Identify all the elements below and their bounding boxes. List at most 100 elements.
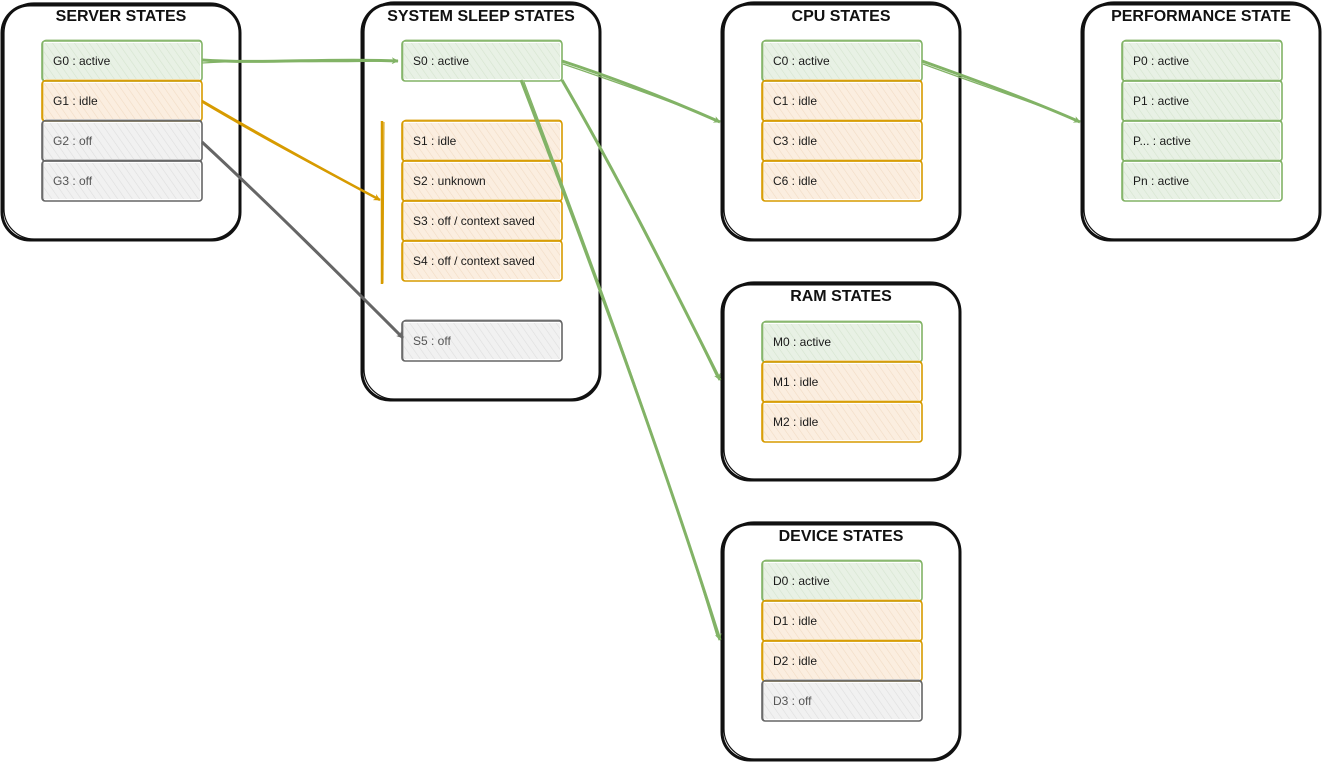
state-label-s2: S2 : unknown bbox=[413, 174, 486, 188]
state-box-s4: S4 : off / context saved bbox=[401, 239, 563, 282]
state-box-fill bbox=[1124, 83, 1280, 119]
state-label-c1: C1 : idle bbox=[773, 94, 817, 108]
state-box-fill bbox=[1124, 163, 1280, 199]
state-box-c3: C3 : idle bbox=[761, 119, 923, 162]
state-label-g0: G0 : active bbox=[53, 54, 111, 68]
state-box-fill bbox=[1124, 43, 1280, 79]
group-title-server: SERVER STATES bbox=[56, 8, 187, 25]
state-box-fill bbox=[764, 643, 920, 679]
sleep-bracket bbox=[380, 121, 385, 284]
connector-g1-s1s4 bbox=[201, 99, 381, 202]
state-label-s5: S5 : off bbox=[413, 334, 451, 348]
state-label-d3: D3 : off bbox=[773, 694, 812, 708]
group-title-ram: RAM STATES bbox=[790, 288, 892, 305]
state-label-s1: S1 : idle bbox=[413, 134, 457, 148]
state-box-fill bbox=[764, 324, 920, 360]
group-cpu: CPU STATES bbox=[720, 1, 962, 242]
state-label-d1: D1 : idle bbox=[773, 614, 817, 628]
state-box-d2: D2 : idle bbox=[761, 639, 923, 682]
state-box-sketch-line bbox=[762, 400, 923, 443]
state-box-m0: M0 : active bbox=[761, 320, 923, 363]
state-box-g2: G2 : off bbox=[41, 119, 203, 162]
group-ram: RAM STATES bbox=[720, 281, 962, 482]
state-box-c1: C1 : idle bbox=[761, 79, 923, 122]
state-label-m0: M0 : active bbox=[773, 335, 831, 349]
state-box-g0: G0 : active bbox=[41, 39, 203, 82]
state-label-g2: G2 : off bbox=[53, 134, 93, 148]
state-label-c3: C3 : idle bbox=[773, 134, 817, 148]
state-box-sketch-line bbox=[762, 159, 923, 202]
state-box-fill bbox=[404, 323, 560, 359]
group-device: DEVICE STATES bbox=[720, 521, 962, 762]
state-box-fill bbox=[764, 43, 920, 79]
state-box-fill bbox=[44, 163, 200, 199]
state-box-s3: S3 : off / context saved bbox=[401, 199, 563, 242]
state-box-p1: P1 : active bbox=[1121, 79, 1283, 122]
state-box-s5: S5 : off bbox=[401, 319, 563, 362]
state-box-fill bbox=[1124, 123, 1280, 159]
state-box-sketch-line bbox=[1122, 159, 1283, 202]
state-label-g3: G3 : off bbox=[53, 174, 93, 188]
state-box-m1: M1 : idle bbox=[761, 360, 923, 403]
state-label-g1: G1 : idle bbox=[53, 94, 98, 108]
connector-s0-cpu bbox=[561, 59, 721, 124]
state-box-sketch-line bbox=[402, 319, 563, 362]
group-title-perf: PERFORMANCE STATE bbox=[1111, 8, 1291, 25]
connector-s0-ram bbox=[560, 79, 722, 381]
state-label-p1: P1 : active bbox=[1133, 94, 1189, 108]
state-box-fill bbox=[44, 43, 200, 79]
connectors bbox=[200, 57, 1081, 641]
connector-s0-device bbox=[519, 79, 722, 641]
state-box-fill bbox=[764, 683, 920, 719]
state-box-fill bbox=[44, 83, 200, 119]
state-box-c0: C0 : active bbox=[761, 39, 923, 82]
group-sleep: SYSTEM SLEEP STATES bbox=[360, 1, 602, 402]
state-box-s0: S0 : active bbox=[401, 39, 563, 82]
state-label-pdots: P... : active bbox=[1133, 134, 1191, 148]
state-box-sketch-line bbox=[42, 159, 203, 202]
state-box-pn: Pn : active bbox=[1121, 159, 1283, 202]
state-box-sketch-line bbox=[762, 679, 923, 722]
connector-g0-s0 bbox=[201, 57, 399, 65]
state-box-sketch-line bbox=[402, 39, 563, 82]
state-box-fill bbox=[404, 203, 560, 239]
state-box-s2: S2 : unknown bbox=[401, 159, 563, 202]
state-label-pn: Pn : active bbox=[1133, 174, 1189, 188]
state-box-p0: P0 : active bbox=[1121, 39, 1283, 82]
state-label-s4: S4 : off / context saved bbox=[413, 254, 535, 268]
state-label-m2: M2 : idle bbox=[773, 415, 819, 429]
state-box-d3: D3 : off bbox=[761, 679, 923, 722]
state-box-c6: C6 : idle bbox=[761, 159, 923, 202]
group-perf: PERFORMANCE STATE bbox=[1080, 1, 1322, 242]
state-box-d1: D1 : idle bbox=[761, 599, 923, 642]
state-box-m2: M2 : idle bbox=[761, 400, 923, 443]
state-box-pdots: P... : active bbox=[1121, 119, 1283, 162]
state-box-fill bbox=[764, 563, 920, 599]
state-boxes: G0 : active G1 : idle G2 : off G3 : off S0 :… bbox=[41, 39, 1283, 722]
state-box-fill bbox=[404, 243, 560, 279]
connector-g2-s5 bbox=[200, 140, 405, 340]
state-box-fill bbox=[764, 364, 920, 400]
state-box-fill bbox=[764, 603, 920, 639]
connector-c0-perf bbox=[921, 59, 1081, 124]
state-label-c6: C6 : idle bbox=[773, 174, 817, 188]
state-box-fill bbox=[404, 163, 560, 199]
group-title-sleep: SYSTEM SLEEP STATES bbox=[387, 8, 575, 25]
state-label-p0: P0 : active bbox=[1133, 54, 1189, 68]
state-box-g1: G1 : idle bbox=[41, 79, 203, 122]
state-box-fill bbox=[764, 163, 920, 199]
group-title-cpu: CPU STATES bbox=[792, 8, 891, 25]
state-label-c0: C0 : active bbox=[773, 54, 830, 68]
state-box-fill bbox=[764, 83, 920, 119]
state-box-d0: D0 : active bbox=[761, 559, 923, 602]
state-label-s3: S3 : off / context saved bbox=[413, 214, 535, 228]
state-box-g3: G3 : off bbox=[41, 159, 203, 202]
group-title-device: DEVICE STATES bbox=[779, 528, 904, 545]
state-box-fill bbox=[764, 404, 920, 440]
state-box-s1: S1 : idle bbox=[401, 119, 563, 162]
state-box-fill bbox=[44, 123, 200, 159]
state-label-s0: S0 : active bbox=[413, 54, 469, 68]
state-box-sketch-line bbox=[402, 239, 563, 282]
state-label-m1: M1 : idle bbox=[773, 375, 819, 389]
